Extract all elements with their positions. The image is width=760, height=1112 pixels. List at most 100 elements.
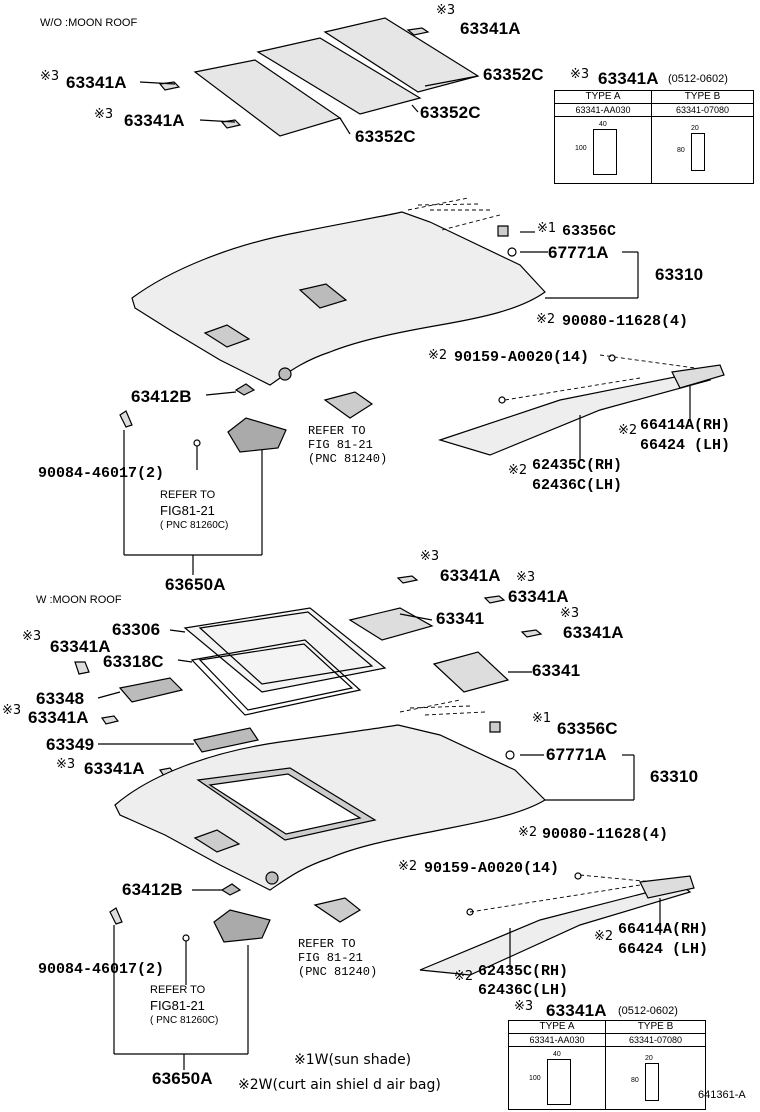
part-label-66424: 66424 (LH) — [640, 437, 731, 454]
type-table: TYPE A TYPE B 63341-AA030 63341-07080 40… — [554, 90, 754, 184]
ref-line: REFER TO — [308, 424, 366, 438]
part-label-63348: 63348 — [36, 689, 85, 708]
part-label-90084-46017: 90084-46017(2) — [38, 961, 165, 978]
date-range: (0512-0602) — [618, 1005, 678, 1017]
note-mark: ※2 — [618, 423, 638, 438]
ref-line: FIG 81-21 — [298, 951, 363, 965]
note-mark: ※3 — [40, 69, 60, 84]
note-mark: ※1 — [537, 221, 557, 236]
part-label-90159-A0020: 90159-A0020(14) — [454, 349, 590, 366]
ref-line: REFER TO — [150, 984, 206, 996]
ref-line: FIG81-21 — [150, 998, 205, 1013]
ref-line: (PNC 81240) — [308, 452, 388, 466]
type-a-swatch — [547, 1059, 571, 1105]
part-label-62436C: 62436C(LH) — [532, 477, 623, 494]
type-table: TYPE A TYPE B 63341-AA030 63341-07080 40… — [508, 1020, 706, 1110]
map-lamp-shape — [227, 417, 287, 453]
part-label-66414A: 66414A(RH) — [618, 921, 709, 938]
ref-line: REFER TO — [298, 937, 356, 951]
footnote-1: ※1W(sun shade) — [294, 1052, 412, 1068]
part-label-63341: 63341 — [436, 609, 485, 628]
type-a-width: 40 — [553, 1051, 561, 1058]
part-label-63341A: 63341A — [546, 1001, 607, 1020]
part-label-90084-46017: 90084-46017(2) — [38, 465, 165, 482]
part-label-63356C: 63356C — [557, 719, 618, 738]
section-title-moon-roof: W :MOON ROOF — [36, 594, 122, 606]
note-mark: ※3 — [2, 703, 22, 718]
note-mark: ※3 — [516, 570, 536, 585]
type-a-header: TYPE A — [509, 1021, 605, 1034]
part-label-63352C: 63352C — [483, 65, 544, 84]
part-label-63318C: 63318C — [103, 652, 164, 671]
refer-fig-81260: REFER TO FIG81-21 ( PNC 81260C) — [150, 983, 218, 1028]
type-b-height: 80 — [631, 1077, 639, 1084]
type-b-width: 20 — [645, 1055, 653, 1062]
note-mark: ※2 — [428, 348, 448, 363]
part-label-90080-11628: 90080-11628(4) — [562, 313, 689, 330]
ref-line: ( PNC 81260C) — [160, 520, 229, 531]
section-title-no-moon-roof: W/O :MOON ROOF — [40, 17, 138, 29]
part-label-63306: 63306 — [112, 620, 161, 639]
part-label-67771A: 67771A — [548, 243, 609, 262]
note-mark: ※3 — [94, 107, 114, 122]
part-label-63341A: 63341A — [28, 708, 89, 727]
note-mark: ※2 — [398, 859, 418, 874]
footnote-2: ※2W(curt ain shiel d air bag) — [238, 1077, 441, 1093]
part-label-63341: 63341 — [532, 661, 581, 680]
part-label-63412B: 63412B — [131, 387, 192, 406]
note-mark: ※2 — [454, 969, 474, 984]
sunroof-seal — [190, 639, 362, 716]
note-mark: ※2 — [536, 312, 556, 327]
pad-63348 — [118, 677, 184, 703]
type-a-part-number: 63341-AA030 — [509, 1034, 605, 1047]
type-b-part-number: 63341-07080 — [652, 104, 753, 117]
part-label-63341A: 63341A — [66, 73, 127, 92]
type-a-height: 100 — [529, 1075, 541, 1082]
ref-line: FIG81-21 — [160, 503, 215, 518]
sun-visor-pad — [256, 37, 422, 115]
part-label-63310: 63310 — [655, 265, 704, 284]
part-label-63341A: 63341A — [598, 69, 659, 88]
note-mark: ※2 — [508, 463, 528, 478]
note-mark: ※3 — [570, 67, 590, 82]
part-label-63341A: 63341A — [440, 566, 501, 585]
part-label-63352C: 63352C — [420, 103, 481, 122]
part-label-63349: 63349 — [46, 735, 95, 754]
refer-fig-81240: REFER TO FIG 81-21 (PNC 81240) — [308, 424, 387, 466]
part-label-63341A: 63341A — [50, 637, 111, 656]
curtain-airbag-shape — [419, 883, 692, 976]
type-b-swatch — [691, 133, 705, 171]
part-label-67771A: 67771A — [546, 745, 607, 764]
type-b-height: 80 — [677, 147, 685, 154]
part-label-63412B: 63412B — [122, 880, 183, 899]
note-mark: ※2 — [594, 929, 614, 944]
type-a-header: TYPE A — [555, 91, 651, 104]
refer-fig-81260: REFER TO FIG81-21 ( PNC 81260C) — [160, 488, 228, 533]
part-label-63650A: 63650A — [152, 1069, 213, 1088]
part-label-63356C: 63356C — [562, 223, 617, 240]
part-label-63341A: 63341A — [508, 587, 569, 606]
part-label-63650A: 63650A — [165, 575, 226, 594]
type-a-swatch — [593, 129, 617, 175]
part-label-62435C: 62435C(RH) — [478, 963, 569, 980]
note-mark: ※3 — [22, 629, 42, 644]
part-label-90159-A0020: 90159-A0020(14) — [424, 860, 560, 877]
part-label-63341A: 63341A — [563, 623, 624, 642]
part-label-63310: 63310 — [650, 767, 699, 786]
note-mark: ※3 — [514, 999, 534, 1014]
pad-shape — [348, 607, 434, 641]
type-a-part-number: 63341-AA030 — [555, 104, 651, 117]
part-label-66414A: 66414A(RH) — [640, 417, 731, 434]
type-b-header: TYPE B — [652, 91, 753, 104]
clip-shape — [406, 27, 430, 36]
part-label-63341A: 63341A — [460, 19, 521, 38]
diagram-id: 641361-A — [698, 1089, 746, 1101]
note-mark: ※3 — [420, 549, 440, 564]
part-label-63341A: 63341A — [124, 111, 185, 130]
ref-line: REFER TO — [160, 489, 216, 501]
type-a-width: 40 — [599, 121, 607, 128]
part-label-90080-11628: 90080-11628(4) — [542, 826, 669, 843]
sunroof-frame — [183, 607, 387, 693]
